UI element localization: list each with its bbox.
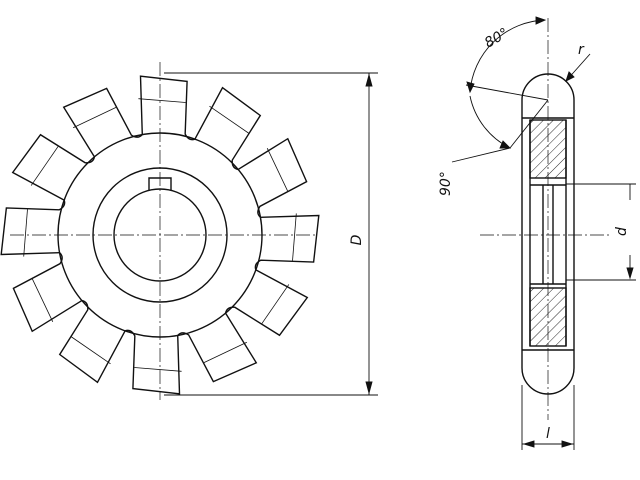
tooth-relief-line (23, 209, 28, 257)
width-dimension (521, 385, 575, 450)
outer-diameter-dimension (164, 72, 378, 396)
cutter-tooth (194, 86, 262, 171)
cutter-tooth (254, 214, 320, 271)
tooth-relief-line (203, 341, 248, 364)
cutter-tooth (177, 312, 258, 383)
tooth-relief-line (31, 278, 54, 323)
cutter-tooth (58, 299, 126, 384)
angle-90-dimension (451, 95, 549, 163)
angle-90-label: 90° (438, 171, 454, 196)
angle-80-label: 80° (482, 25, 512, 51)
cutter-tooth (62, 87, 143, 158)
centre-lines (10, 62, 612, 400)
cutter-tooth (224, 269, 309, 337)
tooth-relief-line (209, 105, 249, 134)
cutter-tooth (139, 75, 196, 141)
tooth-relief-line (30, 146, 59, 186)
width-label: l (546, 426, 550, 442)
cutter-tooth (237, 137, 308, 218)
tooth-relief-line (72, 106, 117, 129)
cutter-tooth (12, 252, 83, 333)
tooth-relief-line (138, 98, 186, 103)
tooth-relief-line (261, 284, 290, 324)
bore-diameter-dimension (566, 183, 636, 281)
tooth-relief-line (71, 336, 111, 365)
cutter-teeth (0, 75, 320, 395)
tooth-relief-line (266, 147, 289, 192)
bore-diameter-label: d (614, 227, 630, 236)
tooth-relief-line (134, 367, 182, 372)
cutter-tooth (124, 329, 181, 395)
radius-leader (565, 53, 591, 82)
outer-diameter-label: D (349, 234, 365, 245)
tooth-relief-line (292, 213, 297, 261)
radius-label: r (578, 42, 585, 58)
cutter-side-section (521, 73, 575, 395)
cutter-tooth (0, 199, 66, 256)
cutter-tooth (11, 133, 96, 201)
angle-80-dimension (465, 16, 549, 101)
